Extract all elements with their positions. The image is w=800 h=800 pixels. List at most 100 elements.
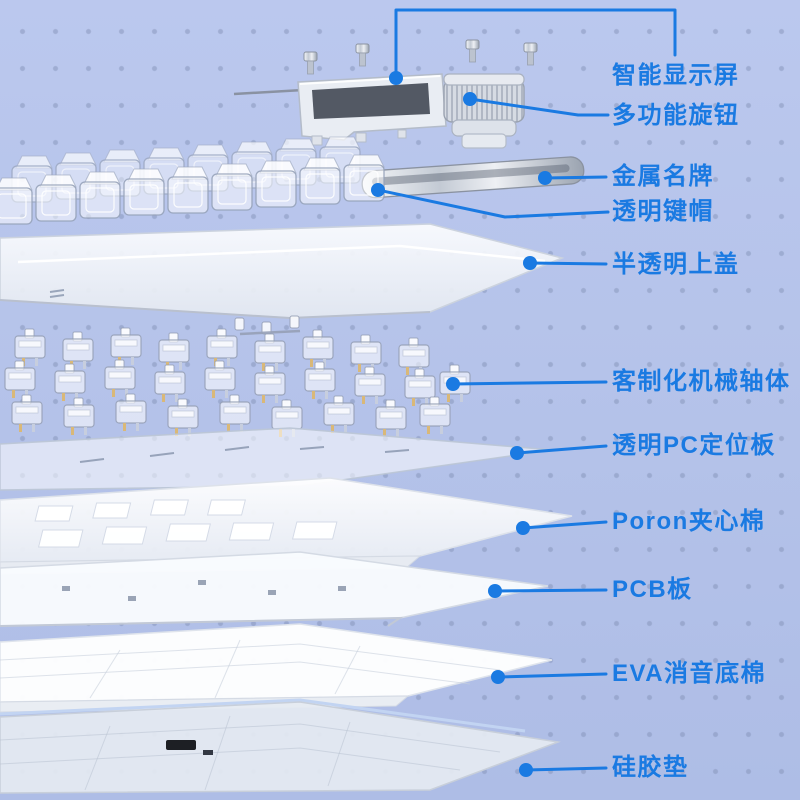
keycap — [123, 168, 165, 216]
connector-bit — [203, 750, 213, 755]
switch-cluster-part — [4, 315, 471, 438]
mechanical-switch — [350, 334, 382, 373]
mechanical-switch — [219, 394, 251, 433]
screw — [355, 43, 370, 67]
top-case-highlight — [17, 244, 546, 264]
mechanical-switch — [63, 397, 95, 436]
callout-line-smart-display — [394, 8, 677, 80]
mechanical-switch — [14, 328, 46, 367]
screws — [303, 39, 538, 75]
callout-dot-pcb — [488, 584, 502, 598]
label-custom-mechanical-switches: 客制化机械轴体 — [612, 368, 791, 396]
pcb-front-edge — [0, 616, 404, 627]
poron-foam-part — [0, 477, 573, 575]
keycap — [255, 160, 297, 208]
top-case-vent — [49, 289, 65, 293]
mechanical-switch — [304, 361, 336, 400]
callout-dot-nameplate — [538, 171, 552, 185]
smart-display-module-part — [233, 73, 447, 146]
mechanical-switch — [302, 329, 334, 368]
mechanical-switch — [54, 363, 86, 402]
callout-line-silicone — [524, 766, 608, 772]
poron-bumps — [34, 499, 338, 548]
callout-dot-silicone — [519, 763, 533, 777]
callout-dot-top-case — [523, 256, 537, 270]
screw — [465, 39, 480, 63]
callout-line-knob — [468, 97, 610, 117]
top-case-part — [0, 223, 565, 320]
pcb-part — [0, 551, 549, 627]
mechanical-switch — [110, 327, 142, 366]
callout-line-switches — [451, 380, 608, 386]
mechanical-switch — [167, 398, 199, 437]
label-multi-function-knob: 多功能旋钮 — [612, 102, 740, 130]
knob-top-rim — [443, 73, 525, 86]
silicone-blue-edge — [0, 698, 526, 733]
callout-dot-pc-plate — [510, 446, 524, 460]
screw — [523, 42, 538, 66]
mechanical-switch — [206, 328, 238, 367]
callout-dot-smart-display — [389, 71, 403, 85]
label-silicone-pad: 硅胶垫 — [612, 754, 689, 782]
label-transparent-keycaps: 透明键帽 — [612, 198, 714, 226]
stabilizer-bits — [234, 315, 301, 336]
eva-grid — [0, 639, 501, 699]
label-eva-sound-dampening-foam: EVA消音底棉 — [612, 660, 767, 688]
screw — [303, 51, 318, 75]
label-pcb-board: PCB板 — [612, 576, 693, 604]
label-metal-nameplate: 金属名牌 — [612, 163, 714, 191]
mechanical-switch — [254, 333, 286, 372]
callout-line-nameplate — [543, 175, 608, 180]
display-screen — [312, 83, 430, 119]
keycap — [299, 157, 341, 205]
mechanical-switch — [323, 395, 355, 434]
callout-line-pc-plate — [515, 444, 608, 455]
mechanical-switch — [62, 331, 94, 370]
knob-base — [461, 133, 507, 149]
keycap — [211, 163, 253, 211]
callout-lines — [371, 8, 677, 777]
callout-dot-switches — [446, 377, 460, 391]
pc-plate-part — [0, 427, 553, 491]
label-semi-transparent-top-case: 半透明上盖 — [612, 251, 740, 279]
top-case-vent — [49, 294, 65, 298]
mechanical-switch — [158, 332, 190, 371]
mechanical-switch — [419, 396, 451, 435]
callout-line-pcb — [493, 588, 608, 593]
label-poron-sandwich-foam: Poron夹心棉 — [612, 508, 766, 536]
callout-dot-knob — [463, 92, 477, 106]
silicone-pad-part — [0, 698, 561, 794]
display-leg — [311, 135, 323, 146]
display-leg — [397, 129, 407, 139]
plate-slots — [79, 446, 410, 463]
callout-line-top-case — [528, 261, 608, 266]
keycap — [79, 171, 121, 219]
display-leg — [355, 132, 367, 143]
callout-line-eva — [496, 672, 608, 679]
mechanical-switch — [104, 359, 136, 398]
callout-line-keycaps — [376, 188, 610, 219]
mechanical-switch — [115, 393, 147, 432]
mechanical-switch — [354, 366, 386, 405]
silicone-grid — [0, 715, 501, 791]
callout-dot-eva — [491, 670, 505, 684]
mechanical-switch — [204, 360, 236, 399]
keycap — [0, 177, 33, 225]
label-smart-display: 智能显示屏 — [612, 62, 740, 90]
keycap — [35, 174, 77, 222]
mechanical-switch — [375, 399, 407, 438]
display-highlight — [299, 75, 441, 85]
mechanical-switch — [398, 337, 430, 376]
callout-dot-keycaps — [371, 183, 385, 197]
mechanical-switch — [11, 394, 43, 433]
keycap-row-part — [0, 136, 585, 225]
mechanical-switch — [4, 360, 36, 399]
mechanical-switch — [254, 365, 286, 404]
callout-dot-poron — [516, 521, 530, 535]
usb-connector — [166, 740, 196, 750]
label-transparent-pc-plate: 透明PC定位板 — [612, 432, 776, 460]
eva-foam-part — [0, 623, 553, 713]
knob-part — [443, 73, 525, 149]
